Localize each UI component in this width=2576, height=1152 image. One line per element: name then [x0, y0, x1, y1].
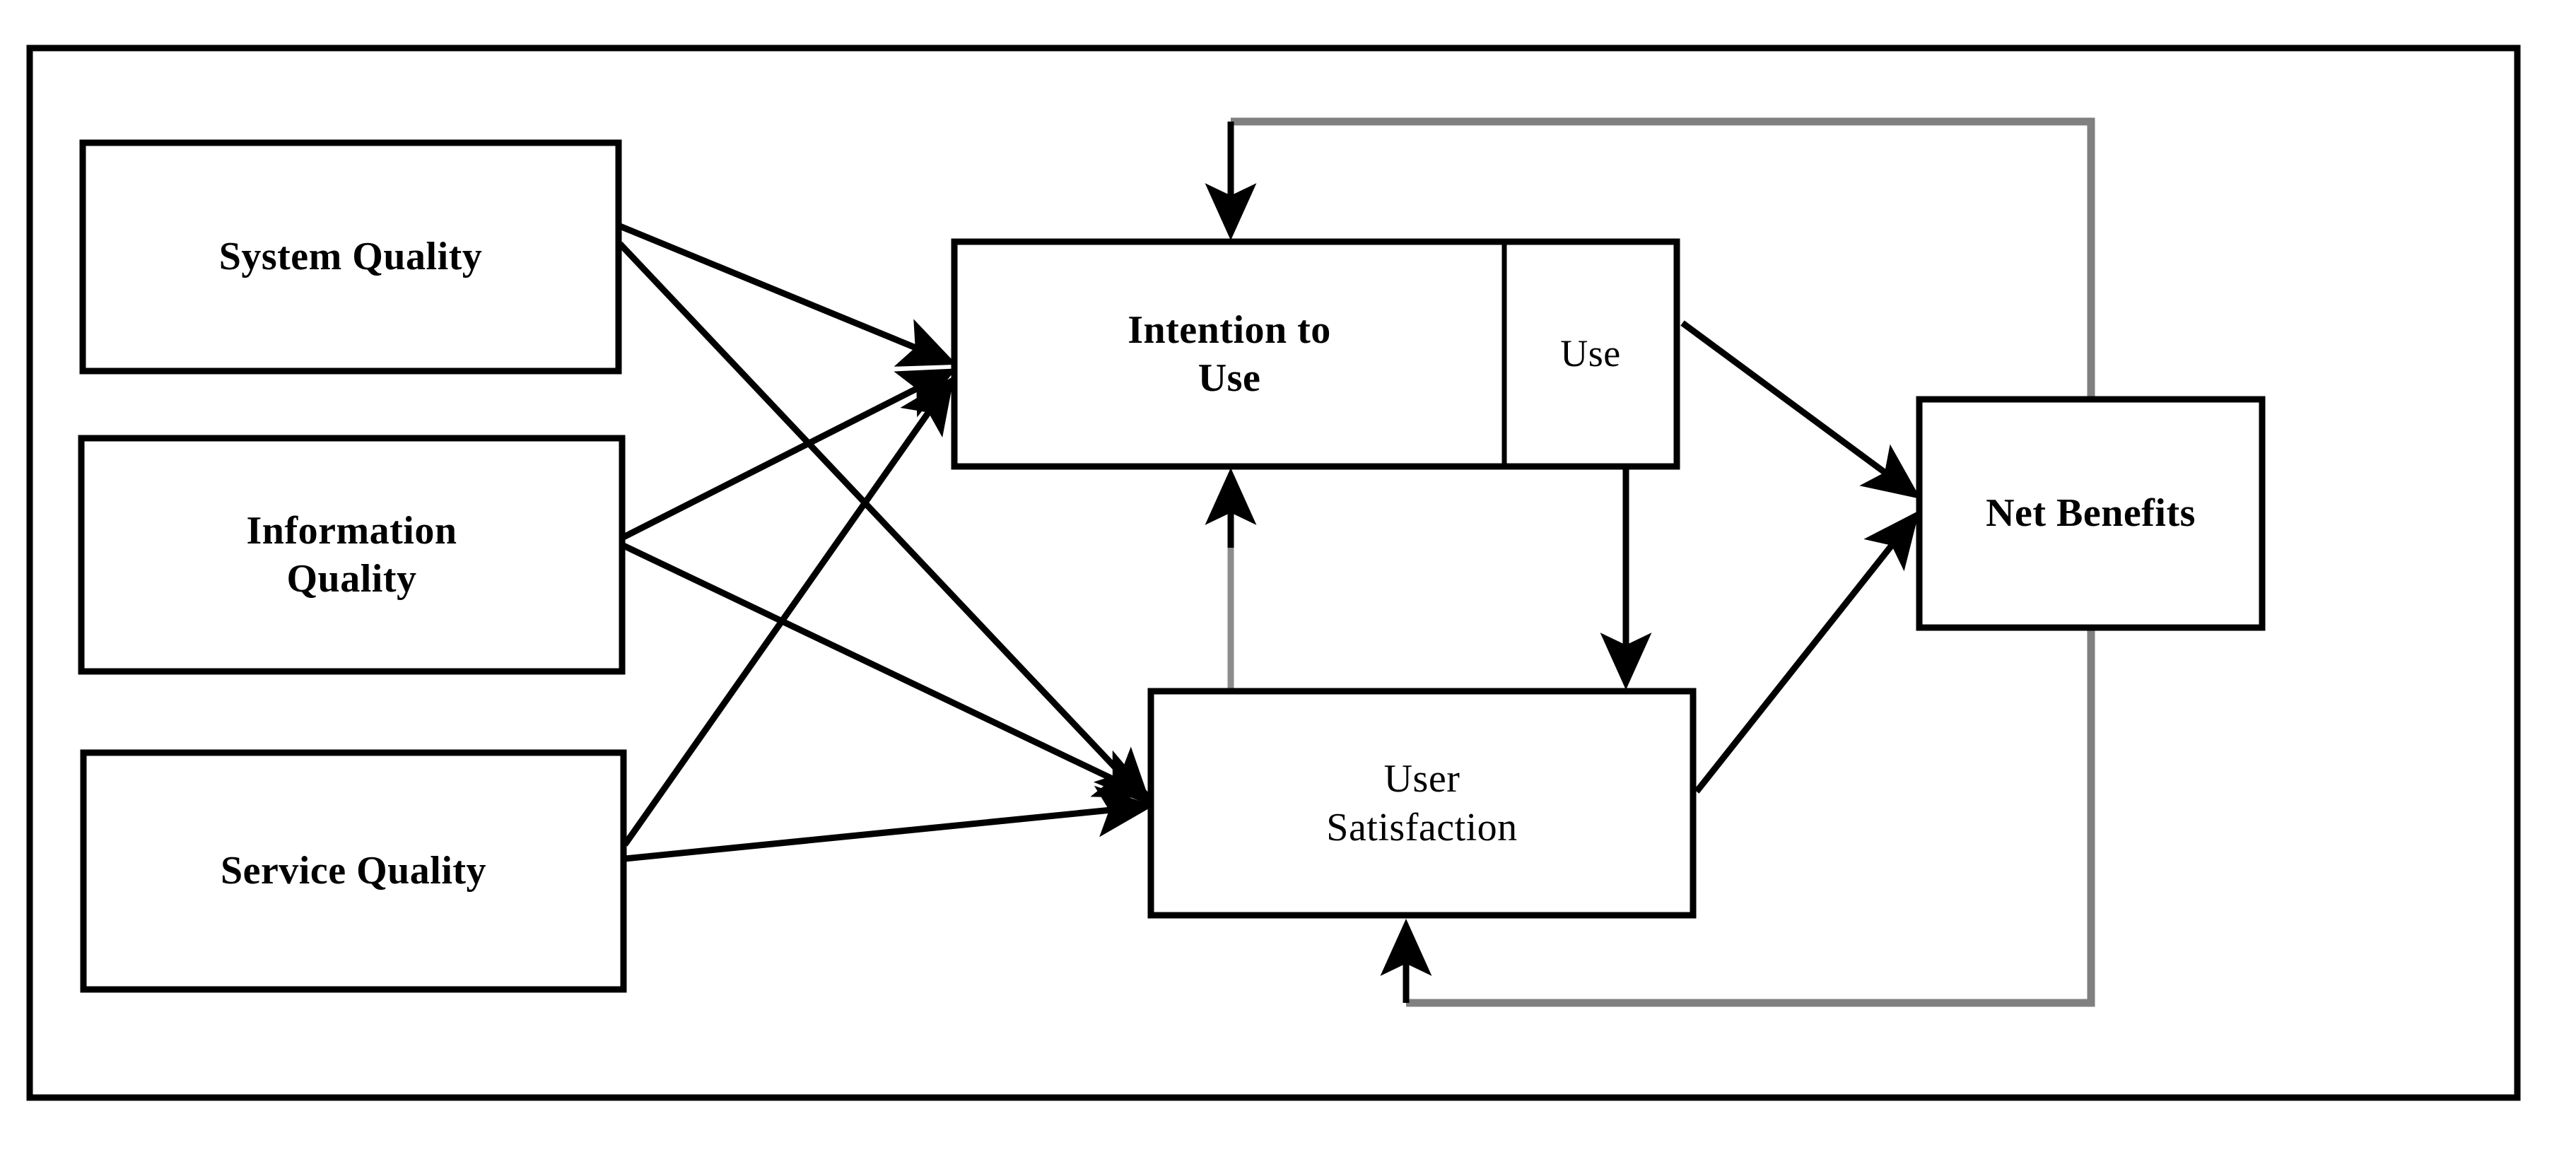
edge-netbenefits-feedback-to-intention: [1205, 117, 2095, 399]
edge-servq-to-intention: [622, 375, 954, 847]
edge-infoq-to-intention: [621, 368, 957, 541]
node-user-satisfaction[interactable]: [1147, 688, 1697, 919]
node-system-quality[interactable]: [79, 139, 622, 375]
edge-servq-to-satisfaction: [624, 785, 1154, 862]
edge-satisfaction-to-netbenefits: [1694, 510, 1920, 794]
edge-sysq-to-intention: [619, 223, 957, 367]
node-information-quality[interactable]: [78, 435, 626, 675]
edge-netbenefits-feedback-to-satisfaction: [1380, 628, 2095, 1007]
node-service-quality[interactable]: [80, 749, 627, 993]
edge-infoq-to-satisfaction: [622, 542, 1154, 799]
node-intention-use-compound: [951, 238, 1680, 470]
node-net-benefits[interactable]: [1916, 396, 2266, 631]
edge-use-to-netbenefits: [1680, 320, 1921, 500]
edge-group-quality: [617, 223, 1154, 862]
edge-sysq-to-satisfaction: [617, 241, 1152, 806]
node-use[interactable]: [1501, 239, 1680, 469]
